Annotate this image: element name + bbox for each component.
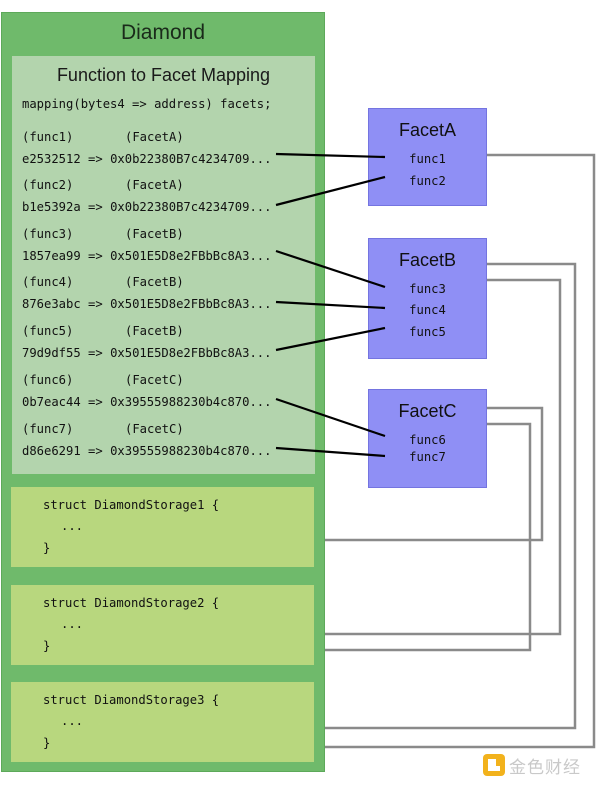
- diamond-title: Diamond: [120, 21, 206, 44]
- facet-address: 0x39555988230b4c870...: [110, 395, 272, 409]
- mapping-entry-selector: d86e6291 => 0x39555988230b4c870...: [22, 444, 272, 458]
- mapping-entry-facet-label: (FacetC): [125, 373, 184, 387]
- mapping-entry-facet-label: (FacetA): [125, 130, 184, 144]
- facet-a: FacetA func1 func2: [368, 108, 487, 206]
- selector: e2532512: [22, 152, 81, 166]
- mapping-entry-func-label: (func2): [22, 178, 74, 192]
- storage-body: ...: [61, 617, 84, 631]
- storage-footer: }: [43, 639, 51, 653]
- facet-address: 0x0b22380B7c4234709...: [110, 200, 272, 214]
- mapping-entry-facet-label: (FacetC): [125, 422, 184, 436]
- facet-c-func-7: func7: [409, 450, 446, 464]
- storage-footer: }: [43, 736, 51, 750]
- function-facet-mapping-panel: Function to Facet Mapping mapping(bytes4…: [12, 56, 315, 474]
- mapping-entry-selector: 876e3abc => 0x501E5D8e2FBbBc8A3...: [22, 297, 272, 311]
- facet-b-func-3: func3: [409, 282, 446, 296]
- mapping-title: Function to Facet Mapping: [56, 65, 271, 85]
- selector: b1e5392a: [22, 200, 81, 214]
- selector: 79d9df55: [22, 346, 81, 360]
- facet-b: FacetB func3 func4 func5: [368, 238, 487, 359]
- mapping-entry-facet-label: (FacetB): [125, 324, 184, 338]
- facet-c-title: FacetC: [398, 401, 457, 421]
- storage-footer: }: [43, 541, 51, 555]
- mapping-entry-func-label: (func3): [22, 227, 74, 241]
- storage-header: struct DiamondStorage3 {: [43, 693, 220, 707]
- storage-header: struct DiamondStorage1 {: [43, 498, 220, 512]
- storage-body: ...: [61, 519, 84, 533]
- storage-header: struct DiamondStorage2 {: [43, 596, 220, 610]
- facet-b-func-4: func4: [409, 303, 446, 317]
- facet-address: 0x501E5D8e2FBbBc8A3...: [110, 249, 272, 263]
- mapping-entry-facet-label: (FacetB): [125, 275, 184, 289]
- selector: d86e6291: [22, 444, 81, 458]
- mapping-entry-selector: e2532512 => 0x0b22380B7c4234709...: [22, 152, 272, 166]
- diamond-storage-2: struct DiamondStorage2 { ... }: [11, 585, 314, 665]
- facet-b-title: FacetB: [398, 250, 457, 270]
- facet-address: 0x501E5D8e2FBbBc8A3...: [110, 346, 272, 360]
- mapping-declaration: mapping(bytes4 => address) facets;: [22, 97, 272, 111]
- mapping-entry-selector: 0b7eac44 => 0x39555988230b4c870...: [22, 395, 272, 409]
- facet-a-func-2: func2: [409, 174, 446, 188]
- facet-address: 0x0b22380B7c4234709...: [110, 152, 272, 166]
- facet-c-func-6: func6: [409, 433, 446, 447]
- selector: 0b7eac44: [22, 395, 81, 409]
- facet-a-title: FacetA: [398, 120, 457, 140]
- facet-address: 0x39555988230b4c870...: [110, 444, 272, 458]
- mapping-entry-func-label: (func7): [22, 422, 74, 436]
- mapping-entry-func-label: (func5): [22, 324, 74, 338]
- mapping-entry-func-label: (func4): [22, 275, 74, 289]
- diamond-storage-3: struct DiamondStorage3 { ... }: [11, 682, 314, 762]
- facet-address: 0x501E5D8e2FBbBc8A3...: [110, 297, 272, 311]
- watermark-text: 金色财经: [509, 758, 581, 777]
- selector: 876e3abc: [22, 297, 81, 311]
- mapping-entry-func-label: (func6): [22, 373, 74, 387]
- mapping-entry-facet-label: (FacetA): [125, 178, 184, 192]
- mapping-entry-selector: 79d9df55 => 0x501E5D8e2FBbBc8A3...: [22, 346, 272, 360]
- mapping-entry-facet-label: (FacetB): [125, 227, 184, 241]
- selector: 1857ea99: [22, 249, 81, 263]
- facet-b-func-5: func5: [409, 325, 446, 339]
- mapping-entry-func-label: (func1): [22, 130, 74, 144]
- diamond-storage-1: struct DiamondStorage1 { ... }: [11, 487, 314, 567]
- watermark-logo-icon: [483, 754, 505, 776]
- mapping-entry-selector: 1857ea99 => 0x501E5D8e2FBbBc8A3...: [22, 249, 272, 263]
- watermark: 金色财经: [483, 752, 595, 778]
- mapping-entry-selector: b1e5392a => 0x0b22380B7c4234709...: [22, 200, 272, 214]
- storage-body: ...: [61, 714, 84, 728]
- facet-c: FacetC func6 func7: [368, 389, 487, 488]
- facet-a-func-1: func1: [409, 152, 446, 166]
